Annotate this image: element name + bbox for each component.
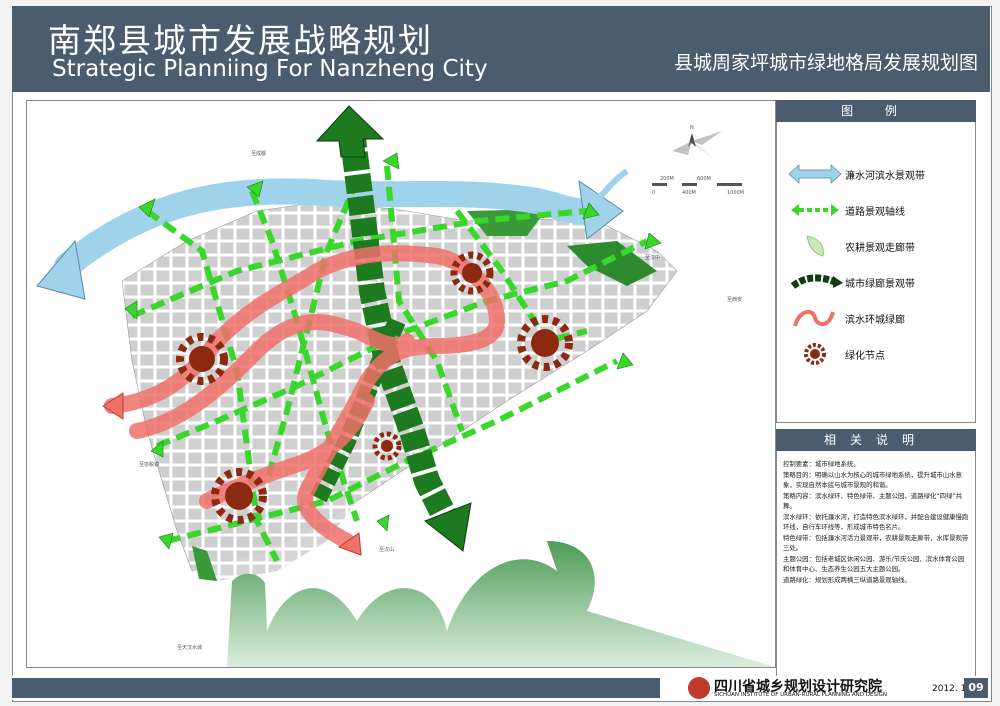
- side-panel: 图 例 濂水河滨水景观带 道路景观轴线 农耕景观走廊带: [776, 100, 976, 683]
- plan-map: N 200M 600M 0 400M 1000M 至成都 至汉中 至西安 至协税…: [36, 105, 775, 667]
- green-patch-east: [567, 241, 657, 286]
- note-line: 道路绿化：规划形成两横三纵道路景观轴线。: [783, 576, 911, 584]
- legend-item-loop: 滨水环城绿廊: [785, 304, 971, 332]
- svg-text:1000M: 1000M: [727, 190, 744, 196]
- label-to-xieshui: 至协税镇: [139, 461, 159, 468]
- sun-node-icon: [804, 343, 826, 365]
- legend: 濂水河滨水景观带 道路景观轴线 农耕景观走廊带 城市绿廊景观带: [776, 122, 976, 423]
- leaf-icon: [806, 235, 824, 257]
- green-corridor-arrow-south: [424, 502, 472, 552]
- notes-title: 相关说明: [776, 429, 976, 451]
- label-to-hanshan: 至汉山: [379, 546, 394, 553]
- header-bar: [12, 6, 990, 92]
- dark-green-band-icon: [790, 274, 843, 289]
- river-arrow-west: [36, 239, 86, 300]
- institute-name-en: SICHUAN INSTITUTE OF URBAN-RURAL PLANNIN…: [714, 692, 887, 698]
- road-arrowheads: [124, 152, 662, 550]
- green-node: [517, 315, 573, 371]
- legend-item-river: 濂水河滨水景观带: [785, 160, 971, 188]
- legend-label: 农耕景观走廊带: [845, 243, 915, 254]
- green-node: [372, 431, 402, 461]
- sheet-title: 县城周家坪城市绿地格局发展规划图: [673, 52, 978, 74]
- svg-text:600M: 600M: [697, 176, 711, 182]
- loop-arrow-south: [337, 532, 362, 556]
- legend-label: 滨水环城绿廊: [845, 315, 905, 326]
- legend-title: 图 例: [776, 100, 976, 122]
- note-line: 策略内容：滨水绿环、特色绿带、主题公园、道路绿化“四绿”共舞。: [783, 492, 963, 510]
- green-node: [176, 333, 228, 385]
- label-to-hanzhong: 至汉中: [645, 254, 660, 261]
- svg-text:400M: 400M: [682, 190, 696, 196]
- title-chinese: 南郑县城市发展战略规划: [48, 21, 433, 60]
- footer-bar: [12, 678, 660, 698]
- svg-text:200M: 200M: [660, 176, 674, 182]
- green-nodes: [176, 251, 573, 524]
- label-to-tianhan: 至天汉水城: [177, 644, 202, 651]
- note-line: 滨水绿环：依托濂水河，打造特色滨水绿环，并配合建设健康慢跑环线，自行车环线等，形…: [783, 513, 969, 531]
- legend-item-corridor: 城市绿廊景观带: [785, 268, 971, 296]
- blue-double-arrow-icon: [788, 164, 842, 184]
- green-node: [450, 251, 494, 295]
- footer: 四川省城乡规划设计研究院 SICHUAN INSTITUTE OF URBAN-…: [12, 676, 990, 700]
- note-line: 策略目的：明确以山水为核心的城市绿地系统，提升城市山水意象，实现自然本底与城市景…: [783, 471, 962, 489]
- legend-label: 城市绿廊景观带: [845, 279, 915, 290]
- notes-panel: 控制要素：城市绿地系统。 策略目的：明确以山水为核心的城市绿地系统，提升城市山水…: [776, 451, 976, 683]
- legend-item-node: 绿化节点: [785, 340, 971, 368]
- loop-arrow-west: [102, 392, 124, 420]
- note-line: 主题公园：包括老城区休闲公园、游乐/节庆公园、滨水体育公园和体育中心、生态养生公…: [783, 555, 965, 573]
- green-corridor-arrow-north: [315, 105, 385, 158]
- note-line: 控制要素：城市绿地系统。: [783, 460, 860, 468]
- institute-logo-icon: [688, 677, 710, 699]
- scale-bar: 200M 600M 0 400M 1000M: [652, 176, 744, 196]
- north-arrow: N: [672, 125, 722, 159]
- institute-name-cn: 四川省城乡规划设计研究院: [714, 679, 882, 695]
- red-loop-icon: [793, 309, 835, 327]
- legend-label: 绿化节点: [845, 351, 885, 362]
- hills-band: [227, 541, 775, 667]
- legend-label: 道路景观轴线: [845, 207, 905, 218]
- legend-label: 濂水河滨水景观带: [845, 171, 925, 182]
- green-patch-southwest: [192, 546, 217, 581]
- label-to-xian: 至西安: [727, 296, 742, 303]
- note-line: 特色绿带：包括濂水河活力景观带，农耕景观走廊带，水库景观带三处。: [783, 534, 969, 552]
- green-node: [211, 468, 267, 524]
- legend-item-road: 道路景观轴线: [785, 196, 971, 224]
- river: [54, 178, 600, 279]
- map-panel: N 200M 600M 0 400M 1000M 至成都 至汉中 至西安 至协税…: [26, 100, 776, 668]
- svg-text:0: 0: [652, 190, 655, 196]
- green-dashed-arrow-icon: [791, 204, 839, 216]
- title-english: Strategic Planniing For Nanzheng City: [52, 56, 488, 82]
- legend-item-farmland: 农耕景观走廊带: [785, 232, 971, 260]
- svg-text:N: N: [690, 125, 694, 131]
- label-to-chengdu: 至成都: [251, 150, 266, 157]
- page-number: 09: [964, 678, 988, 698]
- date: 2012. 11: [932, 684, 973, 694]
